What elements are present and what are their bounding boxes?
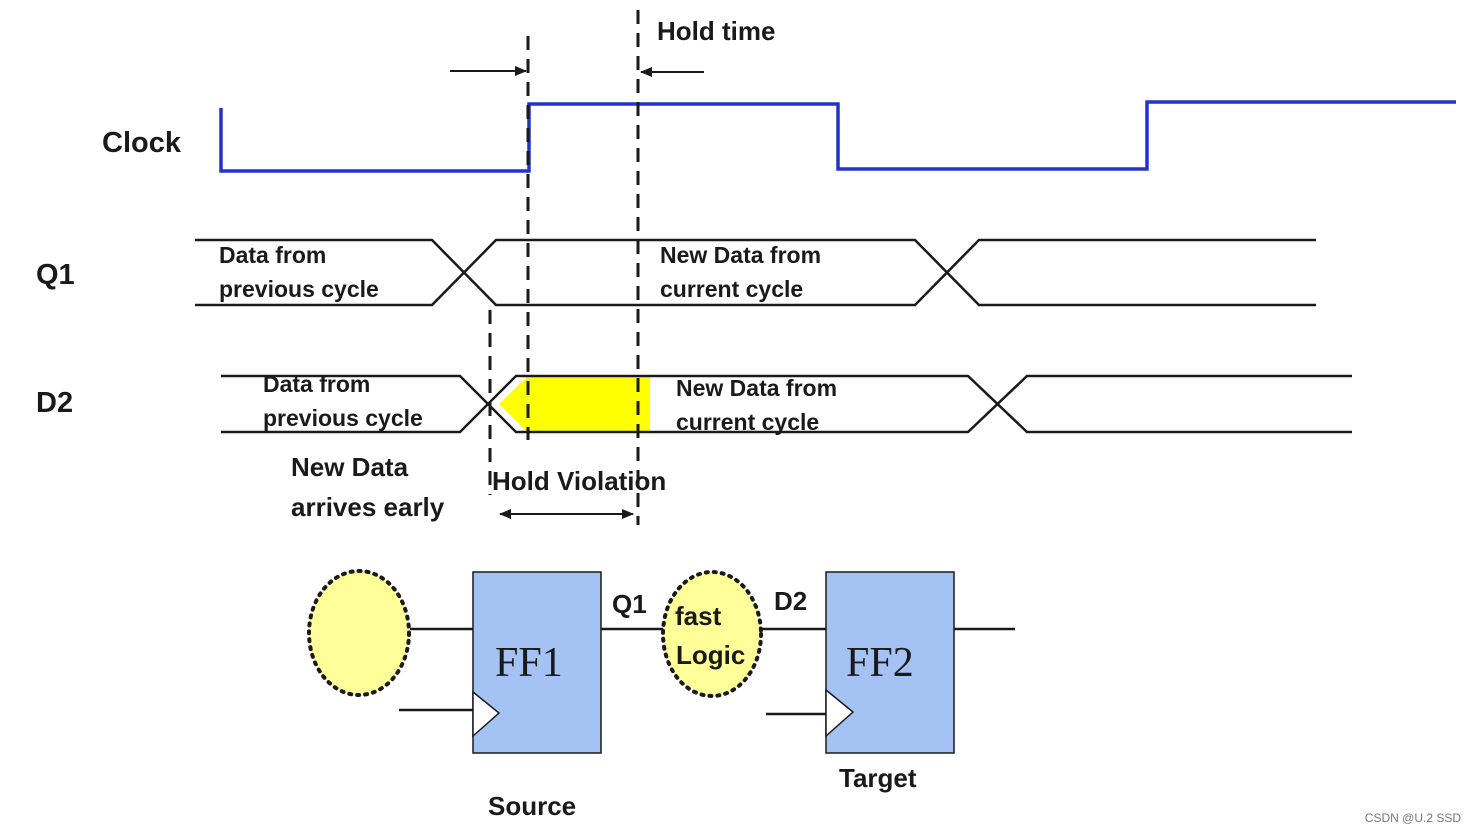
source-label: Source bbox=[488, 791, 576, 821]
ff2-clock-input-icon bbox=[825, 688, 855, 738]
fast-logic-bubble bbox=[661, 570, 763, 698]
d2-new-data-line1: New Data from bbox=[676, 375, 837, 401]
hold-violation-label: Hold Violation bbox=[492, 466, 666, 496]
ff2-box bbox=[825, 571, 955, 754]
q1-wire-label: Q1 bbox=[612, 589, 647, 619]
q1-new-data-line2: current cycle bbox=[660, 276, 803, 302]
hold-violation-region bbox=[499, 376, 650, 433]
hold-time-label: Hold time bbox=[657, 16, 775, 46]
circuit: FF1 fast Logic FF2 bbox=[307, 569, 1015, 754]
q1-old-data-line2: previous cycle bbox=[219, 276, 379, 302]
new-data-early-line2: arrives early bbox=[291, 492, 445, 522]
input-logic-bubble bbox=[307, 569, 411, 697]
clock-label: Clock bbox=[102, 127, 182, 159]
q1-old-data-line1: Data from bbox=[219, 242, 326, 268]
fast-logic-line1: fast bbox=[675, 601, 722, 631]
d2-old-data-line1: Data from bbox=[263, 371, 370, 397]
d2-old-data-line2: previous cycle bbox=[263, 405, 423, 431]
d2-wire-label: D2 bbox=[774, 586, 807, 616]
q1-new-data-line1: New Data from bbox=[660, 242, 821, 268]
ff1-label: FF1 bbox=[495, 640, 563, 686]
q1-waveform bbox=[195, 238, 1316, 307]
fast-logic-line2: Logic bbox=[676, 640, 745, 670]
watermark: CSDN @U.2 SSD bbox=[1364, 811, 1461, 825]
ff1-box bbox=[472, 571, 602, 754]
ff2-label: FF2 bbox=[846, 640, 914, 686]
d2-label: D2 bbox=[36, 387, 73, 419]
clock-waveform bbox=[219, 100, 1456, 173]
new-data-early-line1: New Data bbox=[291, 452, 409, 482]
target-label: Target bbox=[839, 763, 917, 793]
q1-label: Q1 bbox=[36, 259, 75, 291]
ff1-clock-input-icon bbox=[472, 690, 501, 738]
d2-waveform bbox=[221, 374, 1352, 434]
d2-new-data-line2: current cycle bbox=[676, 409, 819, 435]
